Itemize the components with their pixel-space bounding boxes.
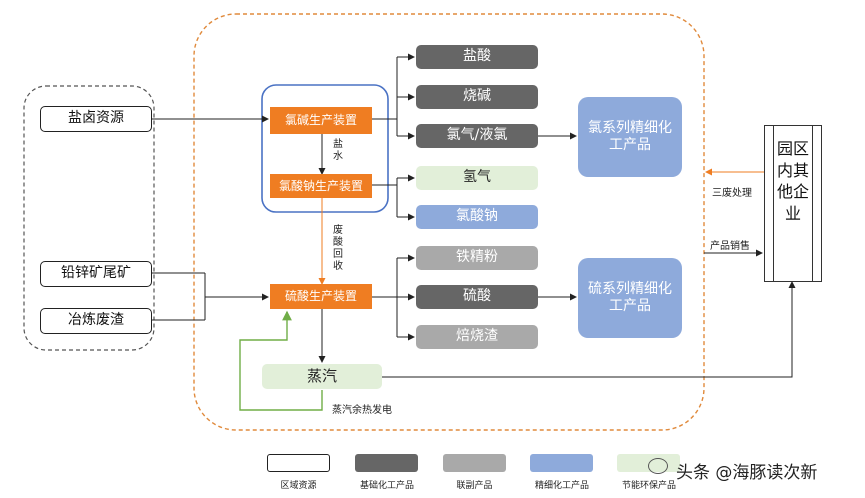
sulfuric-device: 硫酸生产装置: [270, 284, 372, 309]
legend-swatch-basic-chem: [355, 454, 418, 472]
legend-label-basic-chem: 基础化工产品: [359, 481, 414, 491]
steam-power-label: 蒸汽余热发电: [332, 405, 392, 416]
chlorate-device-label: 氯酸钠生产装置: [278, 178, 363, 193]
sulfur-fine-chem-box: 硫系列精细化工产品: [578, 258, 682, 338]
park-enterprises-box: 园区内其他企业: [764, 125, 822, 282]
chlorine-fine-chem-box: 氯系列精细化工产品: [578, 97, 682, 177]
chlor-alkali-group: [261, 84, 389, 213]
legend-swatch-resource: [267, 454, 330, 472]
iron-powder-product: 铁精粉: [416, 246, 538, 270]
park-enterprises-inner-frame: [773, 126, 813, 281]
tailings-resource-box: 铅锌矿尾矿: [40, 261, 152, 287]
waste-treatment-label: 三废处理: [712, 188, 752, 199]
legend-label-eco: 节能环保产品: [621, 481, 676, 491]
brine-water-label: 盐水: [333, 139, 343, 162]
steam-product: 蒸汽: [262, 364, 382, 389]
legend-label-byproduct: 联副产品: [456, 481, 493, 491]
brine-resource-label: 盐卤资源: [68, 110, 124, 127]
hcl-product-label: 盐酸: [463, 48, 491, 65]
sulfuric-acid-product-label: 硫酸: [463, 288, 491, 305]
cinder-product-label: 焙烧渣: [456, 328, 498, 345]
park-enterprises-label: 园区内其他企业: [777, 139, 810, 223]
chlorate-device: 氯酸钠生产装置: [270, 174, 372, 198]
park-region: [193, 13, 705, 431]
sodium-chlorate-product: 氯酸钠: [416, 205, 538, 229]
chlor-alkali-device: 氯碱生产装置: [270, 107, 372, 134]
chlor-alkali-device-label: 氯碱生产装置: [284, 113, 357, 127]
legend-swatch-byproduct: [443, 454, 506, 472]
brine-resource-box: 盐卤资源: [40, 106, 152, 132]
hydrogen-product: 氢气: [416, 166, 538, 190]
chlorine-product-label: 氯气/液氯: [446, 127, 508, 144]
hcl-product: 盐酸: [416, 45, 538, 69]
waste-acid-recovery-label: 废酸回收: [333, 225, 343, 272]
slag-resource-box: 冶炼废渣: [40, 308, 152, 334]
caustic-product: 烧碱: [416, 85, 538, 109]
sulfur-fine-chem-label: 硫系列精细化工产品: [588, 280, 672, 315]
chlorine-product: 氯气/液氯: [416, 124, 538, 148]
resource-region: [23, 85, 155, 351]
iron-powder-product-label: 铁精粉: [456, 249, 498, 266]
slag-resource-label: 冶炼废渣: [68, 312, 124, 329]
caustic-product-label: 烧碱: [463, 88, 491, 105]
watermark-logo-icon: [648, 458, 668, 474]
sulfuric-acid-product: 硫酸: [416, 285, 538, 309]
sulfuric-device-label: 硫酸生产装置: [284, 289, 357, 303]
tailings-resource-label: 铅锌矿尾矿: [61, 265, 131, 282]
legend-swatch-fine-chem: [530, 454, 593, 472]
product-sales-label: 产品销售: [710, 241, 750, 252]
steam-product-label: 蒸汽: [306, 367, 337, 386]
hydrogen-product-label: 氢气: [463, 169, 491, 186]
cinder-product: 焙烧渣: [416, 325, 538, 349]
sodium-chlorate-product-label: 氯酸钠: [456, 208, 498, 225]
watermark-text: 头条 @海豚读次新: [676, 463, 818, 483]
legend-label-resource: 区域资源: [280, 481, 317, 491]
chlorine-fine-chem-label: 氯系列精细化工产品: [588, 119, 672, 154]
legend-label-fine-chem: 精细化工产品: [534, 481, 589, 491]
